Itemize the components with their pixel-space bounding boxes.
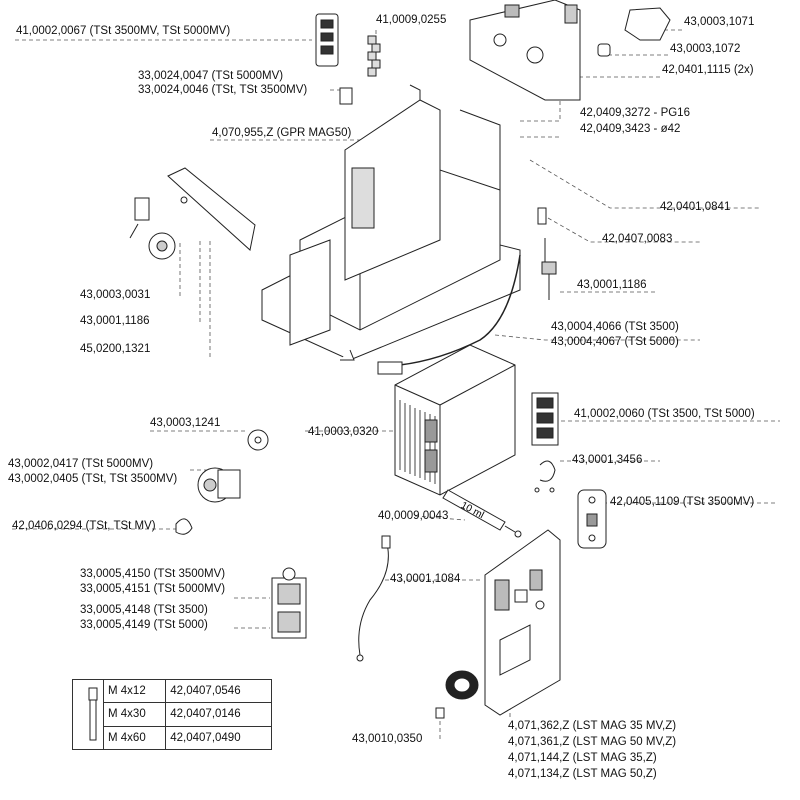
label-gear-1241: 43,0003,1241: [150, 417, 221, 429]
control-transformer: [271, 567, 307, 639]
label-gland-42: 42,0409,3423 - ø42: [580, 123, 681, 135]
sensor-tip: [356, 654, 364, 662]
syringe: [442, 489, 522, 538]
sensor-cable: [358, 539, 389, 656]
label-chassis: 4,070,955,Z (GPR MAG50): [212, 127, 352, 139]
fastener-size: M 4x12: [102, 678, 167, 704]
label-trafo-4149: 33,0005,4149 (TSt 5000): [80, 619, 208, 631]
label-terminal-strip: 41,0009,0255: [376, 14, 447, 26]
leader-lines: [12, 29, 780, 739]
chassis-frame: [261, 84, 521, 361]
gear-wheel: [247, 429, 269, 451]
cable-lug: [377, 361, 403, 375]
fastener-part: 42,0407,0546: [165, 678, 272, 704]
fan-motor: [129, 197, 176, 260]
table-row: M 4x60 42,0407,0490: [73, 725, 272, 751]
label-gland-pg16: 42,0409,3272 - PG16: [580, 107, 690, 119]
label-clip-0294: 42,0406,0294 (TSt, TSt MV): [12, 520, 156, 532]
tape-roll: [435, 670, 479, 719]
label-board-361: 4,071,361,Z (LST MAG 50 MV,Z): [508, 736, 677, 748]
label-heatsink: 41,0003,0320: [308, 426, 379, 438]
label-screw-0083: 42,0407,0083: [602, 233, 673, 245]
label-terminal-block: 41,0002,0060 (TSt 3500, TSt 5000): [574, 408, 755, 420]
sensor-plug: [381, 535, 391, 549]
terminal-block: [531, 392, 559, 446]
reed-contact: [534, 460, 556, 493]
label-trafo-4150: 33,0005,4150 (TSt 3500MV): [80, 568, 226, 580]
label-sensor-1186: 43,0001,1186: [577, 279, 647, 291]
label-fan-1186: 43,0001,1186: [80, 315, 150, 327]
label-board-144: 4,071,144,Z (LST MAG 35,Z): [508, 752, 657, 764]
label-main-switch: 41,0002,0067 (TSt 3500MV, TSt 5000MV): [16, 25, 231, 37]
label-board-134: 4,071,134,Z (LST MAG 50,Z): [508, 768, 657, 780]
small-relay: [339, 87, 353, 105]
connector-sockets: [564, 4, 671, 57]
label-relay-5000: 33,0024,0047 (TSt 5000MV): [138, 70, 284, 82]
valve-plate: [577, 489, 607, 549]
label-socket-1: 43,0003,1071: [684, 16, 755, 28]
label-motor-3500: 43,0002,0405 (TSt, TSt 3500MV): [8, 473, 178, 485]
fastener-size: M 4x30: [102, 702, 167, 727]
label-sensor-1084: 43,0001,1084: [390, 573, 461, 585]
fastener-size: M 4x60: [102, 725, 167, 751]
earth-cable: [399, 254, 521, 366]
label-panel-1321: 45,0200,1321: [80, 343, 151, 355]
feed-motor: [197, 467, 241, 503]
label-screw-2x: 42,0401,1115 (2x): [662, 64, 754, 76]
control-board: [484, 529, 561, 716]
label-motor-5000: 43,0002,0417 (TSt 5000MV): [8, 458, 154, 470]
label-trafo-4151: 33,0005,4151 (TSt 5000MV): [80, 583, 226, 595]
small-parts: [537, 207, 557, 300]
side-panel: [167, 167, 256, 251]
label-syringe-0043: 40,0009,0043: [378, 510, 449, 522]
wire-clip: [175, 518, 193, 535]
label-trafo-4148: 33,0005,4148 (TSt 3500): [80, 604, 208, 616]
label-board-362: 4,071,362,Z (LST MAG 35 MV,Z): [508, 720, 677, 732]
main-switch: [315, 13, 339, 67]
table-row: M 4x12 42,0407,0546: [72, 678, 272, 750]
label-relay-3500: 33,0024,0046 (TSt, TSt 3500MV): [138, 84, 308, 96]
heatsink: [394, 344, 516, 496]
label-fan-0031: 43,0003,0031: [80, 289, 151, 301]
fastener-table: M 4x12 42,0407,0546 M 4x30 42,0407,0146 …: [72, 678, 272, 751]
rear-panel: [469, 0, 581, 101]
label-tape-0350: 43,0010,0350: [352, 733, 423, 745]
label-valve-1109: 42,0405,1109 (TSt 3500MV): [610, 496, 755, 508]
fastener-part: 42,0407,0490: [165, 725, 272, 751]
terminal-strip: [367, 35, 381, 77]
label-socket-2: 43,0003,1072: [670, 43, 741, 55]
label-reed-3456: 43,0001,3456: [572, 454, 643, 466]
fastener-part: 42,0407,0146: [165, 702, 272, 727]
label-cable-3500: 43,0004,4066 (TSt 3500): [551, 321, 679, 333]
label-cable-5000: 43,0004,4067 (TSt 5000): [551, 336, 679, 348]
label-screw-0841: 42,0401,0841: [660, 201, 731, 213]
bolt-image-cell: [72, 679, 104, 750]
